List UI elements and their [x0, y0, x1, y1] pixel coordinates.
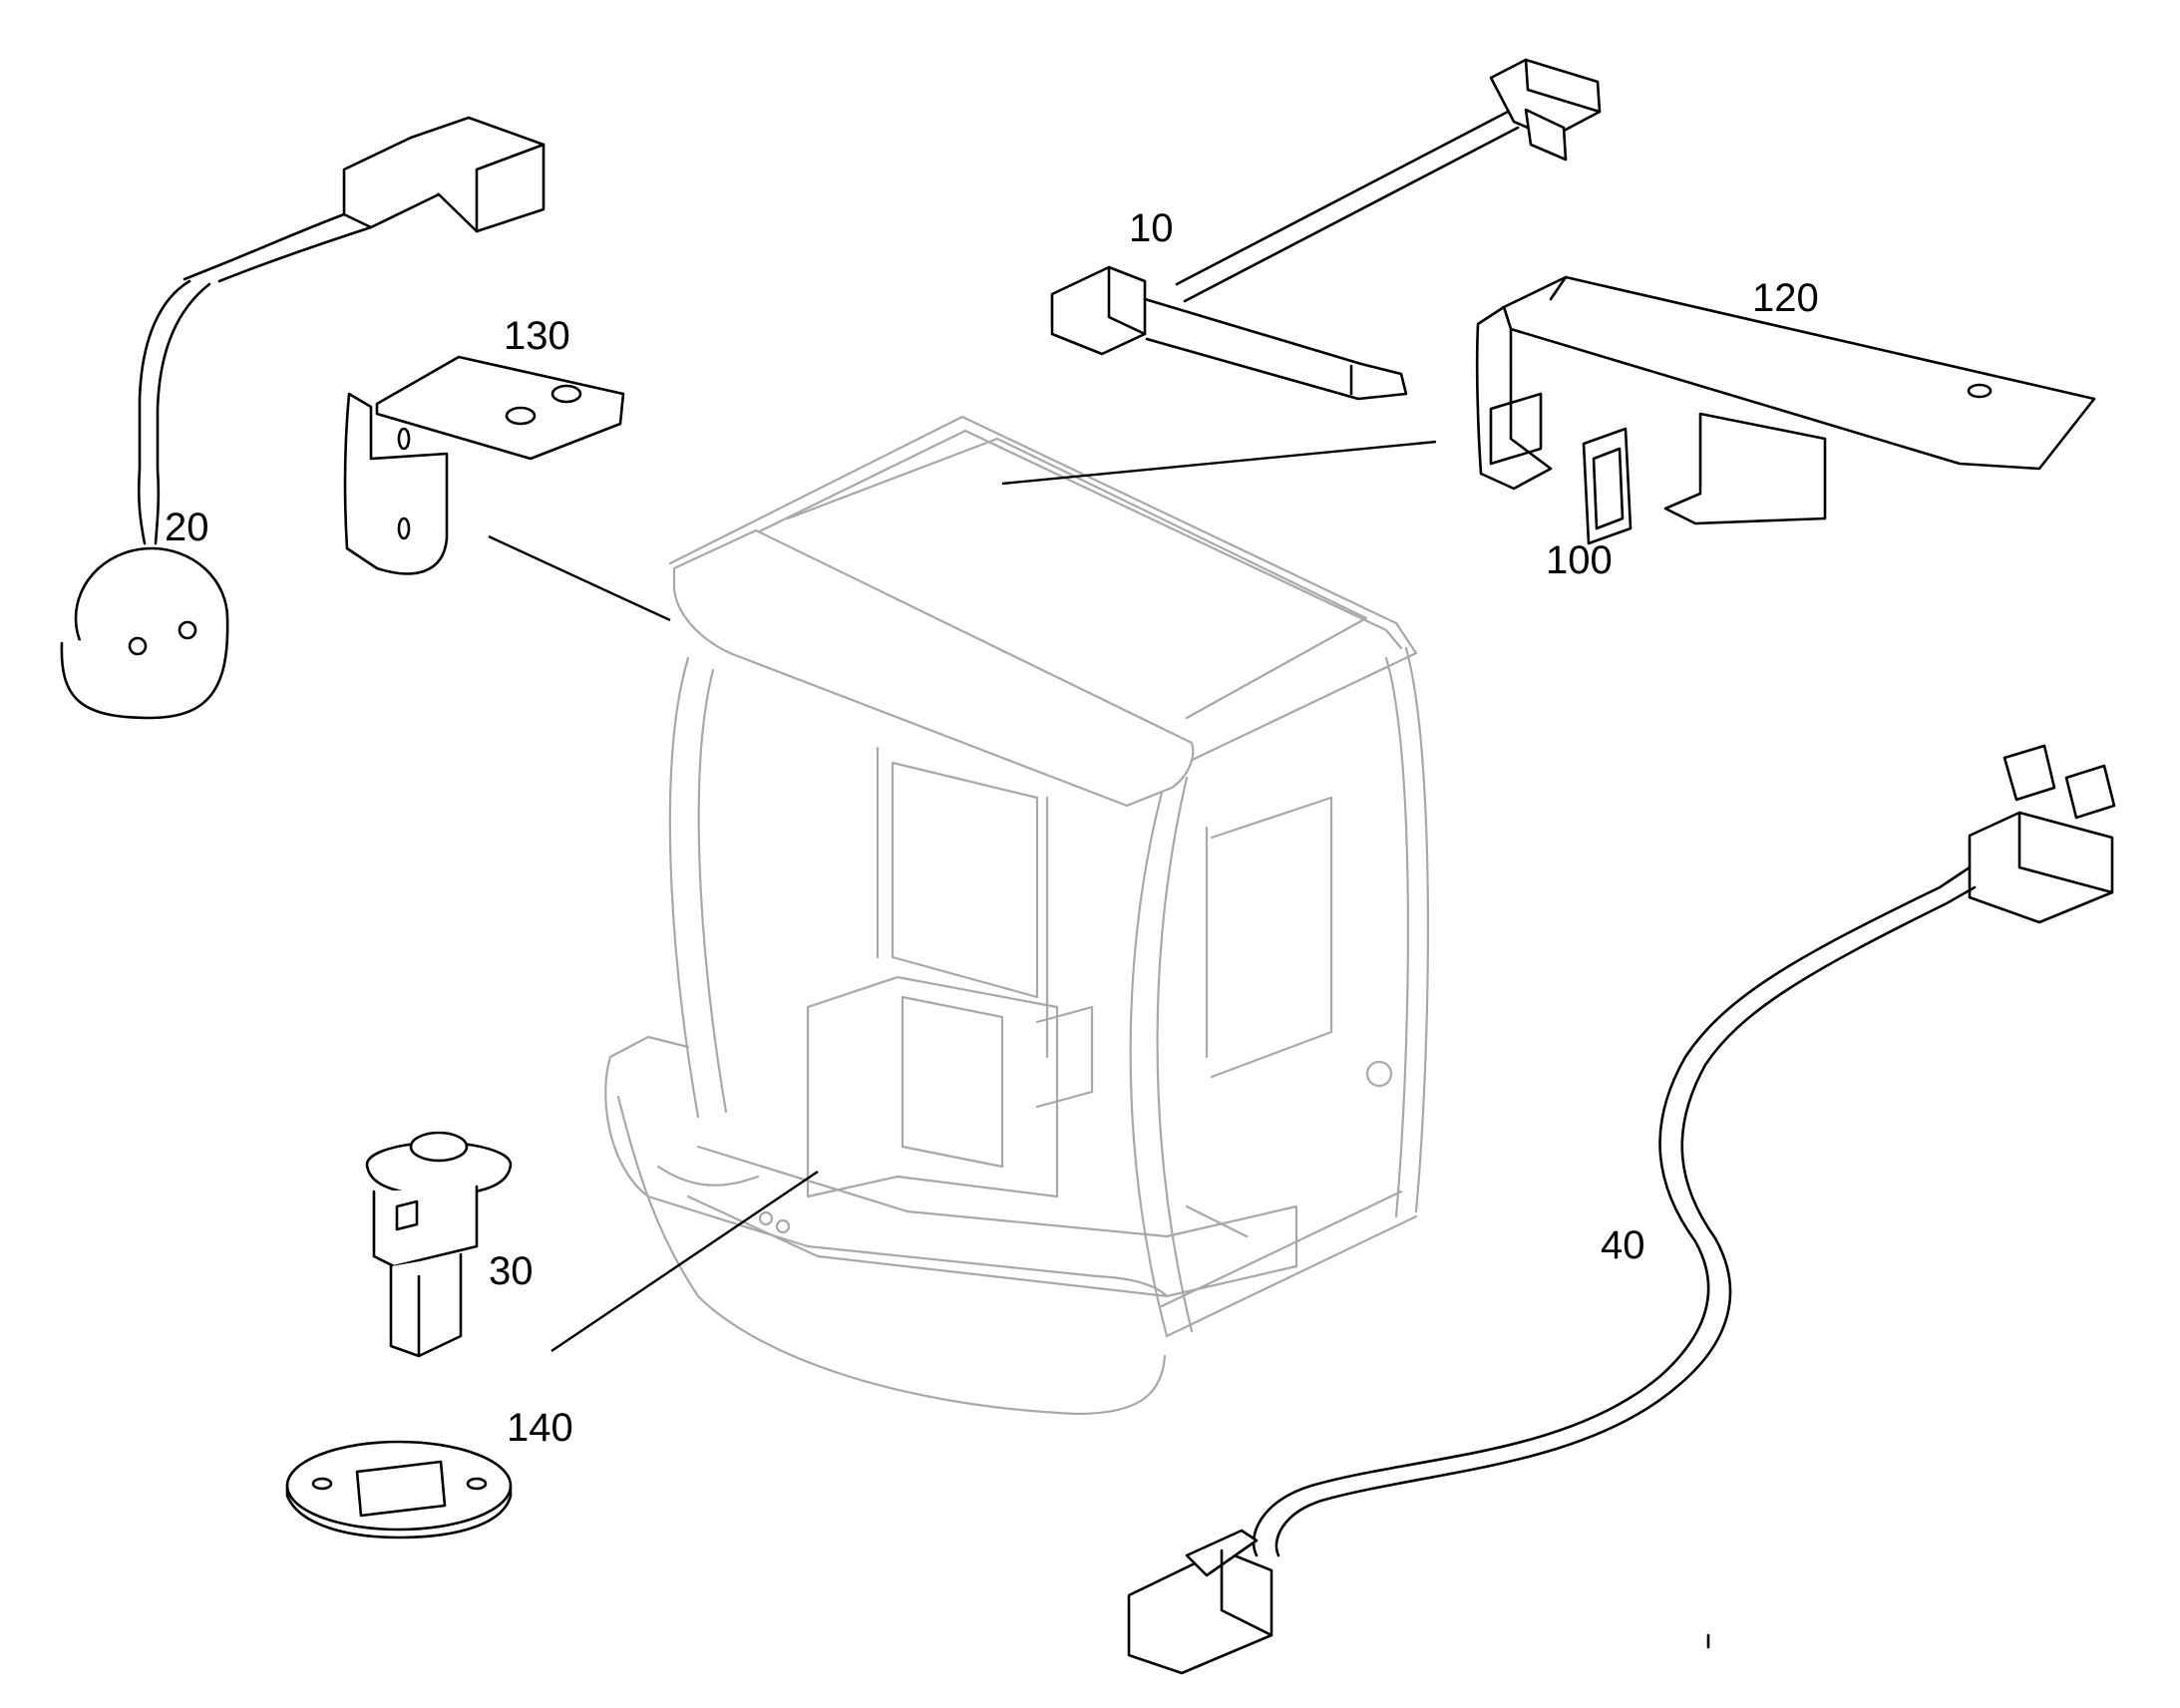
label-30: 30: [489, 1249, 534, 1293]
label-140: 140: [507, 1406, 573, 1450]
part-labels: 10 20 30 40 100 120 130 140: [165, 206, 1819, 1450]
leader-130: [488, 534, 671, 622]
part-130-bracket: [343, 355, 625, 575]
part-100-grommet: [1582, 427, 1633, 545]
label-120: 120: [1752, 276, 1819, 320]
part-140-plate: [285, 1440, 513, 1539]
part-20-gooseneck-lamp: [60, 116, 545, 720]
leader-120: [1001, 440, 1437, 486]
part-10-harness: [1050, 58, 1602, 401]
label-100: 100: [1546, 538, 1613, 582]
label-20: 20: [165, 506, 209, 549]
leader-lines: [488, 440, 1437, 1352]
leader-140: [550, 1171, 819, 1352]
label-40: 40: [1601, 1223, 1645, 1267]
part-40-cable: [1127, 744, 2116, 1675]
part-30-switch: [365, 1131, 513, 1358]
part-120-bracket: [1475, 275, 2096, 525]
label-130: 130: [504, 314, 570, 358]
label-10: 10: [1129, 206, 1174, 250]
cab-assembly: [604, 415, 1430, 1416]
